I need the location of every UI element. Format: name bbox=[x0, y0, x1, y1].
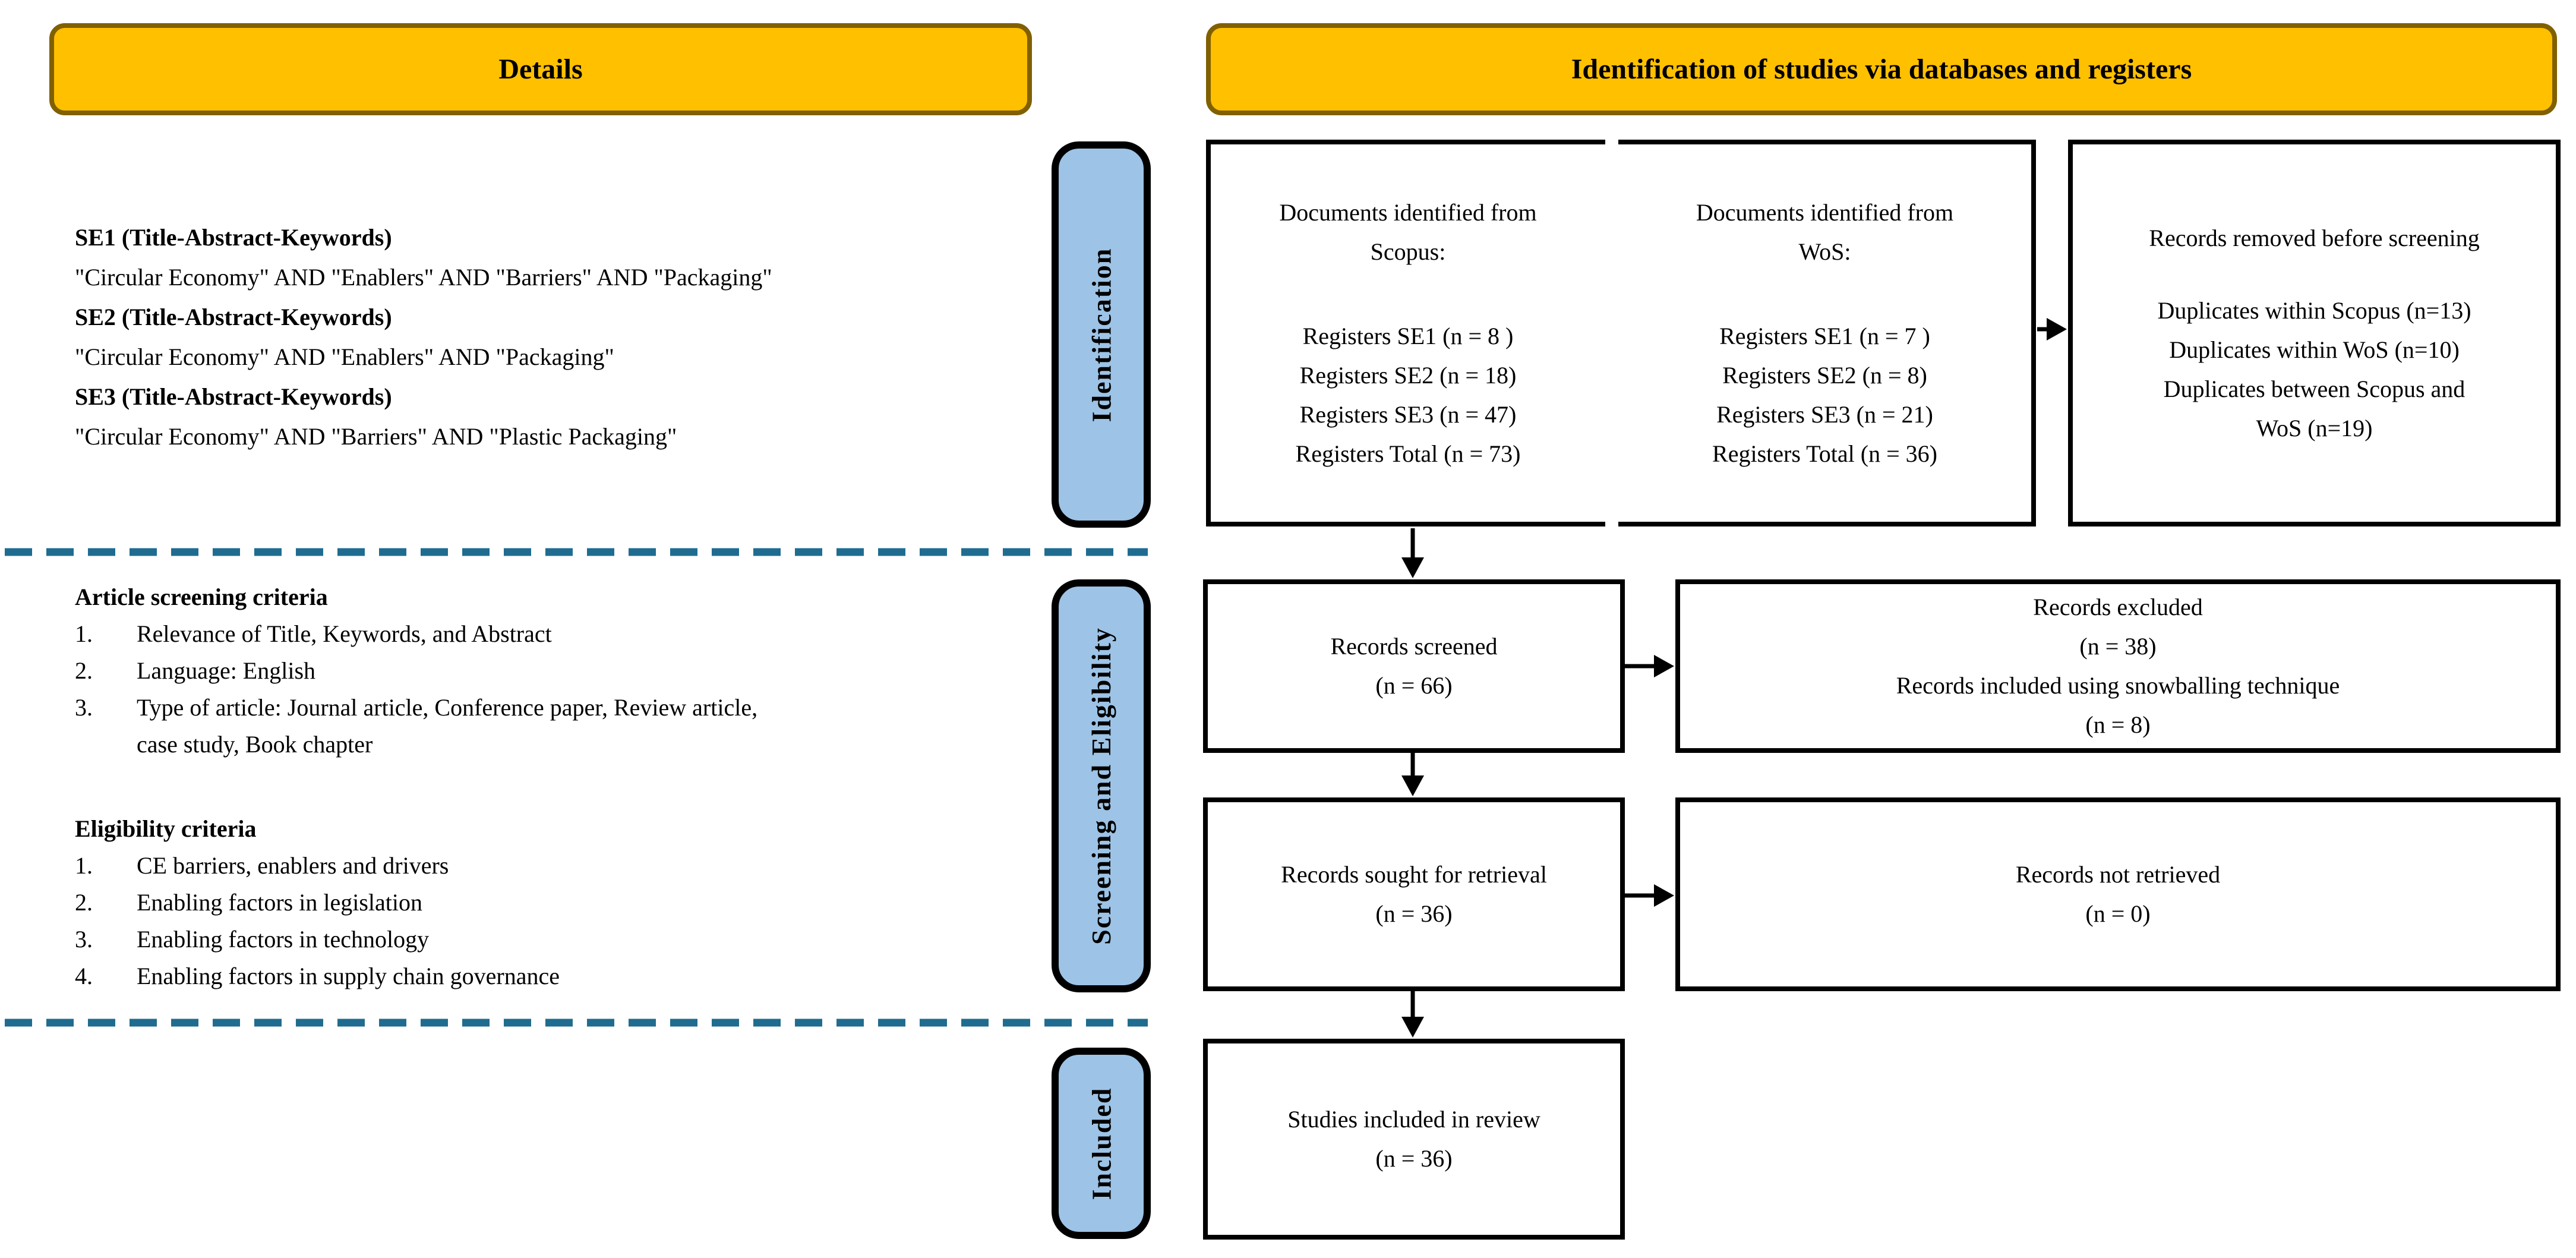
screening-criteria-item-1: 1. Relevance of Title, Keywords, and Abs… bbox=[75, 616, 948, 652]
stage-included-label: Included bbox=[1086, 1087, 1117, 1200]
box-line: Duplicates between Scopus and bbox=[2163, 375, 2465, 402]
box-line: Registers SE1 (n = 7 ) bbox=[1719, 322, 1930, 349]
box-line: Documents identified from bbox=[1696, 198, 1954, 226]
identification-header: Identification of studies via databases … bbox=[1206, 23, 2557, 115]
item-text: Enabling factors in legislation bbox=[137, 884, 948, 921]
screening-criteria-item-2: 2. Language: English bbox=[75, 652, 948, 689]
se2-query: "Circular Economy" AND "Enablers" AND "P… bbox=[75, 343, 614, 370]
se3-title: SE3 (Title-Abstract-Keywords) bbox=[75, 383, 392, 410]
box-line: Records removed before screening bbox=[2149, 224, 2480, 251]
eligibility-criteria-title: Eligibility criteria bbox=[75, 815, 257, 842]
box-records-not-retrieved: Records not retrieved (n = 0) bbox=[1675, 797, 2561, 991]
item-number: 1. bbox=[75, 852, 93, 879]
stage-included: Included bbox=[1052, 1048, 1151, 1239]
item-line: Type of article: Journal article, Confer… bbox=[137, 694, 758, 721]
box-line: Records excluded bbox=[2033, 594, 2203, 620]
item-line: Relevance of Title, Keywords, and Abstra… bbox=[137, 620, 552, 647]
item-line: case study, Book chapter bbox=[137, 731, 373, 758]
stage-screening-eligibility: Screening and Eligibility bbox=[1052, 579, 1151, 992]
item-line: Language: English bbox=[137, 657, 316, 684]
box-line: WoS: bbox=[1798, 238, 1851, 265]
arrow-identification-to-screened bbox=[1401, 528, 1424, 578]
box-line: Studies included in review bbox=[1287, 1106, 1540, 1133]
box-line: (n = 36) bbox=[1375, 1145, 1453, 1172]
item-number: 4. bbox=[75, 963, 93, 989]
box-line: Records not retrieved bbox=[2015, 861, 2221, 888]
arrow-screened-to-excluded bbox=[1624, 655, 1674, 677]
stage-identification: Identification bbox=[1052, 141, 1151, 528]
item-text: Enabling factors in technology bbox=[137, 921, 948, 958]
item-text: Enabling factors in supply chain governa… bbox=[137, 958, 948, 995]
item-line: CE barriers, enablers and drivers bbox=[137, 852, 449, 879]
se3-query: "Circular Economy" AND "Barriers" AND "P… bbox=[75, 423, 677, 450]
box-line: (n = 0) bbox=[2085, 900, 2151, 927]
item-text: Language: English bbox=[137, 652, 948, 689]
eligibility-criteria-block: Eligibility criteria 1. CE barriers, ena… bbox=[75, 811, 948, 995]
box-line: Records screened bbox=[1330, 633, 1498, 660]
screening-criteria-block: Article screening criteria 1. Relevance … bbox=[75, 579, 948, 763]
box-line: (n = 8) bbox=[2085, 711, 2151, 738]
screening-criteria-item-3: 3. Type of article: Journal article, Con… bbox=[75, 689, 948, 763]
stage-identification-label: Identification bbox=[1086, 247, 1116, 422]
se2-title: SE2 (Title-Abstract-Keywords) bbox=[75, 304, 392, 330]
box-records-removed: Records removed before screening Duplica… bbox=[2068, 140, 2561, 526]
box-line: Records sought for retrieval bbox=[1281, 861, 1547, 888]
box-line: Registers Total (n = 36) bbox=[1712, 440, 1937, 467]
item-line: Enabling factors in supply chain governa… bbox=[137, 963, 560, 989]
box-line: Registers SE2 (n = 8) bbox=[1722, 361, 1927, 389]
eligibility-criteria-item-2: 2. Enabling factors in legislation bbox=[75, 884, 948, 921]
box-line: WoS (n=19) bbox=[2256, 414, 2373, 442]
arrow-sought-to-included bbox=[1401, 990, 1424, 1038]
box-documents-wos: Documents identified from WoS: Registers… bbox=[1618, 140, 2036, 526]
item-text: CE barriers, enablers and drivers bbox=[137, 847, 948, 884]
box-line: Duplicates within Scopus (n=13) bbox=[2157, 297, 2471, 324]
box-records-screened: Records screened (n = 66) bbox=[1203, 579, 1625, 753]
box-line: Documents identified from bbox=[1279, 198, 1537, 226]
box-records-sought: Records sought for retrieval (n = 36) bbox=[1203, 797, 1625, 991]
search-terms-block: SE1 (Title-Abstract-Keywords) "Circular … bbox=[75, 217, 1043, 456]
box-studies-included: Studies included in review (n = 36) bbox=[1203, 1039, 1625, 1240]
arrow-screened-to-sought bbox=[1401, 752, 1424, 796]
box-documents-scopus: Documents identified from Scopus: Regist… bbox=[1206, 140, 1605, 526]
stage-screening-eligibility-label: Screening and Eligibility bbox=[1086, 627, 1117, 945]
item-number: 3. bbox=[75, 694, 93, 721]
box-line: Registers SE3 (n = 47) bbox=[1299, 401, 1517, 428]
box-line: (n = 38) bbox=[2079, 633, 2157, 660]
eligibility-criteria-item-3: 3. Enabling factors in technology bbox=[75, 921, 948, 958]
item-line: Enabling factors in technology bbox=[137, 926, 430, 953]
arrow-sought-to-not-retrieved bbox=[1624, 884, 1674, 907]
item-text: Type of article: Journal article, Confer… bbox=[137, 689, 948, 763]
box-line: Records included using snowballing techn… bbox=[1896, 672, 2340, 699]
item-text: Relevance of Title, Keywords, and Abstra… bbox=[137, 616, 948, 652]
eligibility-criteria-item-1: 1. CE barriers, enablers and drivers bbox=[75, 847, 948, 884]
box-line: (n = 36) bbox=[1375, 900, 1453, 927]
box-line: Registers Total (n = 73) bbox=[1295, 440, 1521, 467]
item-number: 2. bbox=[75, 657, 93, 684]
arrow-wos-to-removed bbox=[2037, 318, 2067, 340]
box-records-excluded: Records excluded (n = 38) Records includ… bbox=[1675, 579, 2561, 753]
box-line: Duplicates within WoS (n=10) bbox=[2169, 336, 2460, 363]
item-number: 3. bbox=[75, 926, 93, 953]
box-line: (n = 66) bbox=[1375, 672, 1453, 699]
item-number: 2. bbox=[75, 889, 93, 916]
details-header-label: Details bbox=[498, 53, 583, 85]
box-line: Scopus: bbox=[1370, 238, 1446, 265]
se1-title: SE1 (Title-Abstract-Keywords) bbox=[75, 224, 392, 251]
screening-criteria-title: Article screening criteria bbox=[75, 584, 328, 610]
identification-header-label: Identification of studies via databases … bbox=[1571, 53, 2192, 85]
box-line: Registers SE2 (n = 18) bbox=[1299, 361, 1517, 389]
se1-query: "Circular Economy" AND "Enablers" AND "B… bbox=[75, 264, 772, 291]
eligibility-criteria-item-4: 4. Enabling factors in supply chain gove… bbox=[75, 958, 948, 995]
item-line: Enabling factors in legislation bbox=[137, 889, 422, 916]
details-header: Details bbox=[49, 23, 1032, 115]
box-line: Registers SE3 (n = 21) bbox=[1716, 401, 1933, 428]
item-number: 1. bbox=[75, 620, 93, 647]
box-line: Registers SE1 (n = 8 ) bbox=[1302, 322, 1514, 349]
